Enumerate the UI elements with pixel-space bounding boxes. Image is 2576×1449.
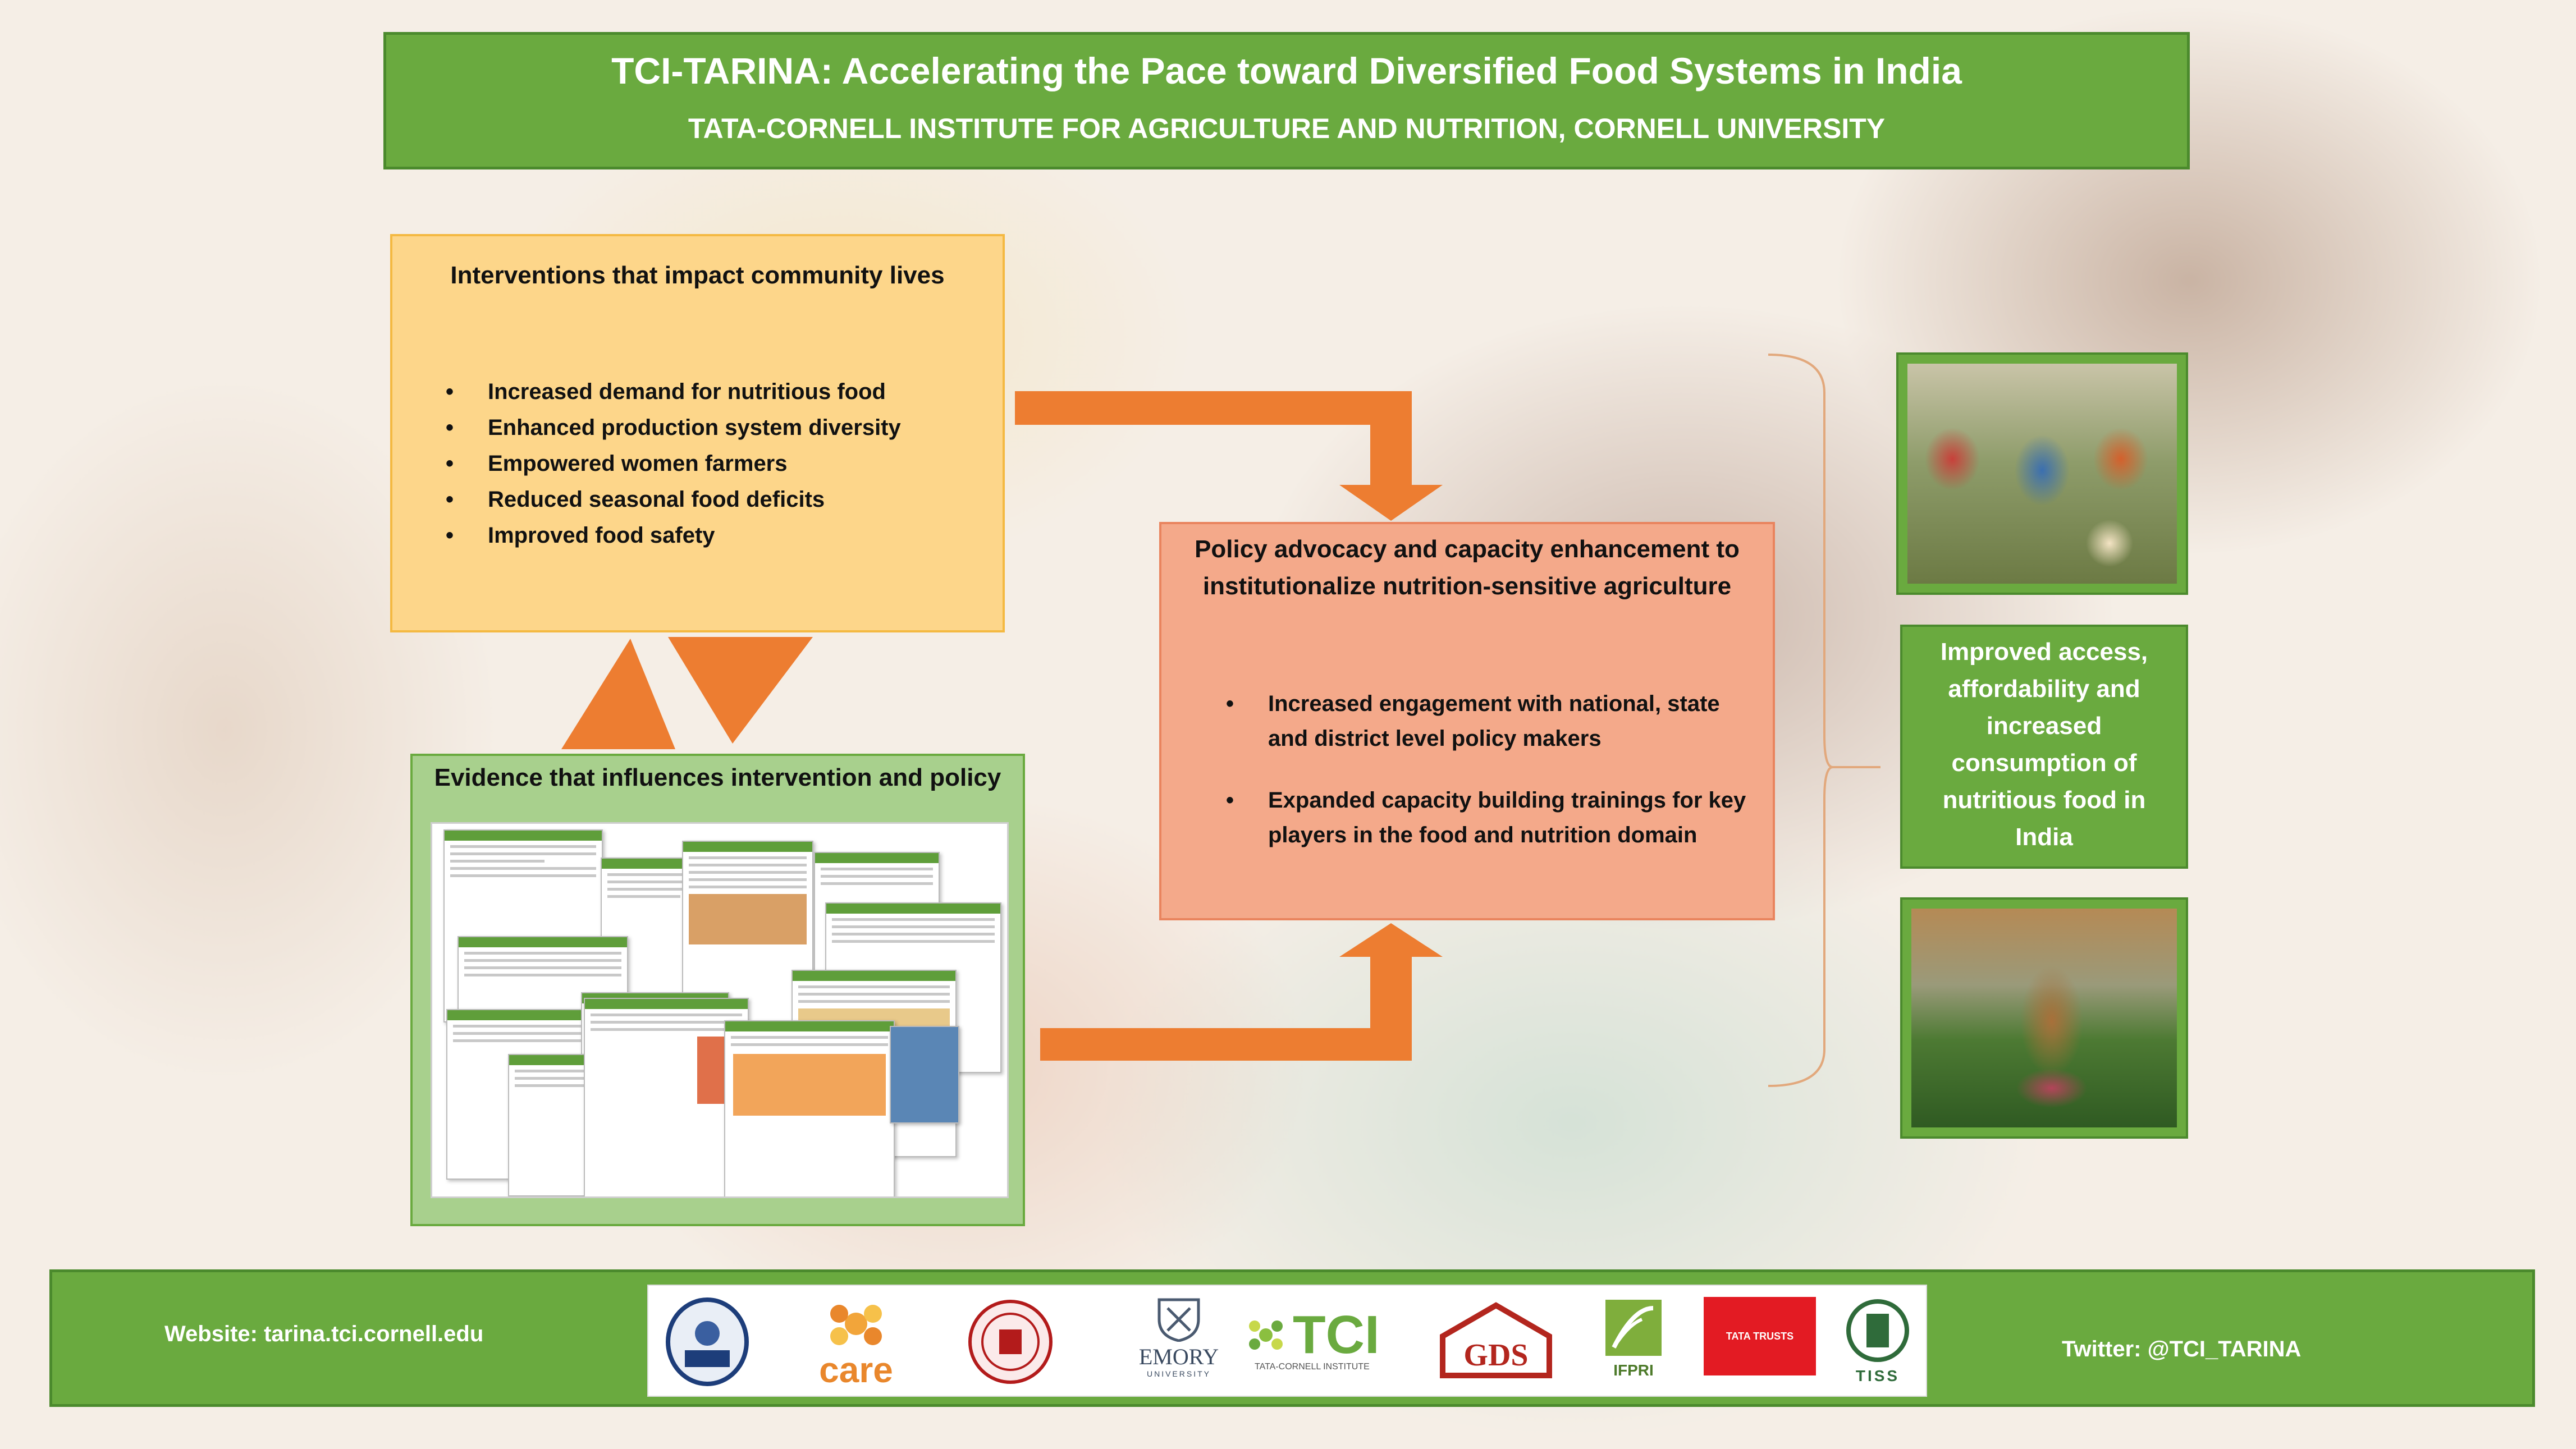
- poster-title: TCI-TARINA: Accelerating the Pace toward…: [611, 50, 1962, 91]
- outcome-brace: [1768, 354, 1833, 1087]
- tci-subtitle: TATA-CORNELL INSTITUTE: [1255, 1362, 1370, 1372]
- outcome-line: Improved access,: [1940, 638, 2148, 666]
- emory-subtitle: UNIVERSITY: [1146, 1369, 1211, 1378]
- publication-thumbnail: [584, 998, 749, 1196]
- interventions-heading: Interventions that impact community live…: [450, 262, 945, 289]
- evidence-box: Evidence that influences intervention an…: [410, 754, 1025, 1226]
- policy-item-line1: Expanded capacity building trainings for…: [1268, 788, 1746, 813]
- outcome-line: increased: [1986, 712, 2102, 740]
- tiss-emblem-icon: [1846, 1299, 1909, 1362]
- list-item: Increased demand for nutritious food: [446, 374, 969, 410]
- website-link[interactable]: Website: tarina.tci.cornell.edu: [164, 1322, 484, 1346]
- list-item: Expanded capacity building trainings for…: [1226, 783, 1750, 852]
- list-item: Improved food safety: [446, 517, 969, 553]
- emory-logo: EMORY UNIVERSITY: [1131, 1297, 1227, 1387]
- header-banner: TCI-TARINA: Accelerating the Pace toward…: [383, 32, 2190, 169]
- evidence-heading: Evidence that influences intervention an…: [434, 764, 1001, 791]
- tiss-logo: TISS: [1838, 1297, 1917, 1387]
- ifpri-wordmark: IFPRI: [1613, 1361, 1654, 1379]
- gds-wordmark: GDS: [1463, 1338, 1529, 1373]
- list-item: Increased engagement with national, stat…: [1226, 686, 1750, 756]
- interventions-box: Interventions that impact community live…: [390, 234, 1005, 632]
- interventions-list: Increased demand for nutritious food Enh…: [426, 374, 969, 553]
- list-item: Enhanced production system diversity: [446, 410, 969, 446]
- partner-logos: care EMORY UNIVERSITY: [647, 1285, 1927, 1397]
- tiss-wordmark: TISS: [1855, 1367, 1900, 1384]
- arrow-interventions-to-evidence: [668, 637, 813, 744]
- policy-heading-line1: Policy advocacy and capacity enhancement…: [1195, 535, 1740, 563]
- emory-wordmark: EMORY: [1138, 1344, 1219, 1369]
- outcome-line: affordability and: [1948, 675, 2140, 703]
- policy-item-line2: players in the food and nutrition domain: [1268, 823, 1697, 847]
- policy-box: Policy advocacy and capacity enhancement…: [1159, 522, 1775, 920]
- poster-subtitle: TATA-CORNELL INSTITUTE FOR AGRICULTURE A…: [688, 113, 1886, 144]
- ifpri-logo: IFPRI: [1597, 1297, 1670, 1387]
- care-emblem-icon: [830, 1305, 882, 1345]
- publication-thumbnail: [724, 1020, 895, 1196]
- arrow-evidence-to-policy: [1040, 923, 1443, 1061]
- care-logo: care: [800, 1297, 912, 1390]
- photo-women-farmers: [1896, 352, 2188, 595]
- outcome-line: nutritious food in: [1942, 786, 2146, 814]
- list-item: Empowered women farmers: [446, 446, 969, 482]
- arrow-evidence-to-interventions: [561, 639, 675, 749]
- emory-shield-icon: [1157, 1298, 1200, 1342]
- tci-logo: TCI TATA-CORNELL INSTITUTE: [1243, 1297, 1406, 1387]
- tata-trusts-wordmark: TATA TRUSTS: [1726, 1330, 1794, 1342]
- policy-item-line1: Increased engagement with national, stat…: [1268, 691, 1720, 716]
- gds-house-icon: [1440, 1302, 1552, 1378]
- arrow-interventions-to-policy: [1015, 391, 1443, 521]
- cornell-seal-logo: [968, 1300, 1053, 1384]
- twitter-link[interactable]: Twitter: @TCI_TARINA: [2062, 1337, 2302, 1361]
- outcome-line: consumption of: [1951, 749, 2137, 777]
- photo-woman-harvest: [1900, 897, 2188, 1139]
- tata-trusts-logo: TATA TRUSTS: [1704, 1297, 1816, 1375]
- publications-collage: [431, 822, 1009, 1198]
- policy-heading: Policy advocacy and capacity enhancement…: [1184, 531, 1750, 605]
- policy-list: Increased engagement with national, stat…: [1184, 686, 1750, 852]
- list-item: Reduced seasonal food deficits: [446, 482, 969, 517]
- tci-wordmark: TCI: [1293, 1305, 1380, 1365]
- care-wordmark: care: [819, 1350, 893, 1390]
- gds-logo: GDS: [1434, 1297, 1558, 1387]
- outcome-box: Improved access, affordability and incre…: [1900, 625, 2188, 869]
- footer-banner: Website: tarina.tci.cornell.edu Twitter:…: [49, 1269, 2535, 1407]
- outcome-line: India: [2015, 823, 2073, 851]
- publication-photo: [890, 1026, 959, 1124]
- ifpri-emblem-icon: [1605, 1300, 1662, 1356]
- tci-leaf-icon: [1249, 1320, 1283, 1350]
- policy-item-line2: and district level policy makers: [1268, 726, 1602, 751]
- bau-logo: [666, 1297, 749, 1386]
- policy-heading-line2: institutionalize nutrition-sensitive agr…: [1202, 572, 1732, 600]
